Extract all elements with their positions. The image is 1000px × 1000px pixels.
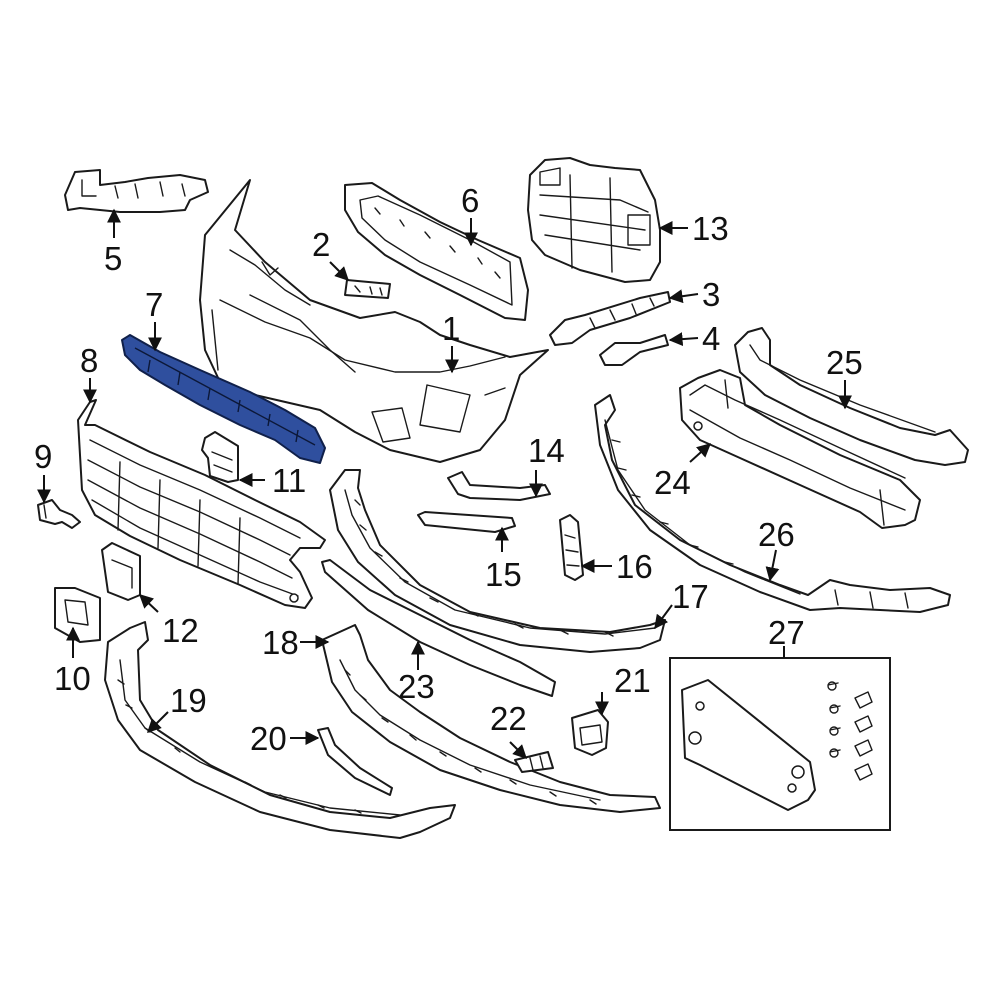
- label-9: 9: [34, 438, 52, 475]
- label-11: 11: [272, 462, 306, 499]
- label-6: 6: [461, 182, 479, 219]
- part-3-bracket[interactable]: [549, 291, 671, 346]
- label-27: 27: [768, 614, 805, 651]
- part-16-bracket[interactable]: [559, 514, 584, 581]
- part-21-bracket[interactable]: [571, 709, 609, 756]
- part-10-bracket[interactable]: [54, 587, 101, 643]
- label-13: 13: [692, 210, 729, 247]
- label-3: 3: [702, 276, 720, 313]
- label-4: 4: [702, 320, 720, 357]
- label-19: 19: [170, 682, 207, 719]
- part-18-lower-trim[interactable]: [321, 624, 661, 813]
- part-17-lower-valance[interactable]: [329, 469, 666, 653]
- part-27-license-plate-kit[interactable]: [669, 657, 891, 831]
- label-17: 17: [672, 578, 709, 615]
- label-8: 8: [80, 342, 98, 379]
- part-25-bracket[interactable]: [734, 327, 969, 466]
- label-24: 24: [654, 464, 691, 501]
- label-15: 15: [485, 556, 522, 593]
- label-25: 25: [826, 344, 863, 381]
- label-26: 26: [758, 516, 795, 553]
- label-2: 2: [312, 226, 330, 263]
- label-21: 21: [614, 662, 651, 699]
- part-4-bracket[interactable]: [599, 334, 669, 366]
- label-22: 22: [490, 700, 527, 737]
- label-23: 23: [398, 668, 435, 705]
- label-1: 1: [442, 310, 460, 347]
- part-7-absorber-highlighted[interactable]: [121, 334, 326, 464]
- part-23-strip[interactable]: [321, 559, 556, 697]
- part-12-bracket[interactable]: [101, 542, 141, 601]
- part-2-clip[interactable]: [344, 279, 391, 299]
- label-7: 7: [145, 286, 163, 323]
- part-26-bracket[interactable]: [594, 394, 951, 613]
- part-14-bracket[interactable]: [447, 471, 551, 501]
- callout-labels: 1 2 3 4 5 6 7 8 9 10 11 12 13 14 15 16 1…: [34, 182, 863, 757]
- part-5-bracket[interactable]: [64, 169, 209, 213]
- label-12: 12: [162, 612, 199, 649]
- label-16: 16: [616, 548, 653, 585]
- part-9-sensor[interactable]: [37, 499, 81, 529]
- part-20-strip[interactable]: [317, 727, 393, 796]
- label-5: 5: [104, 240, 122, 277]
- part-6-upper-grille[interactable]: [344, 182, 529, 321]
- part-15-strip[interactable]: [417, 511, 516, 533]
- part-13-bracket[interactable]: [527, 157, 661, 283]
- label-20: 20: [250, 720, 287, 757]
- leader-lines: [37, 208, 852, 759]
- label-14: 14: [528, 432, 565, 469]
- part-24-absorber[interactable]: [679, 369, 921, 529]
- label-10: 10: [54, 660, 91, 697]
- part-11-bracket[interactable]: [201, 431, 239, 483]
- part-8-grille[interactable]: [77, 399, 326, 609]
- label-18: 18: [262, 624, 299, 661]
- part-22-clip[interactable]: [514, 751, 554, 773]
